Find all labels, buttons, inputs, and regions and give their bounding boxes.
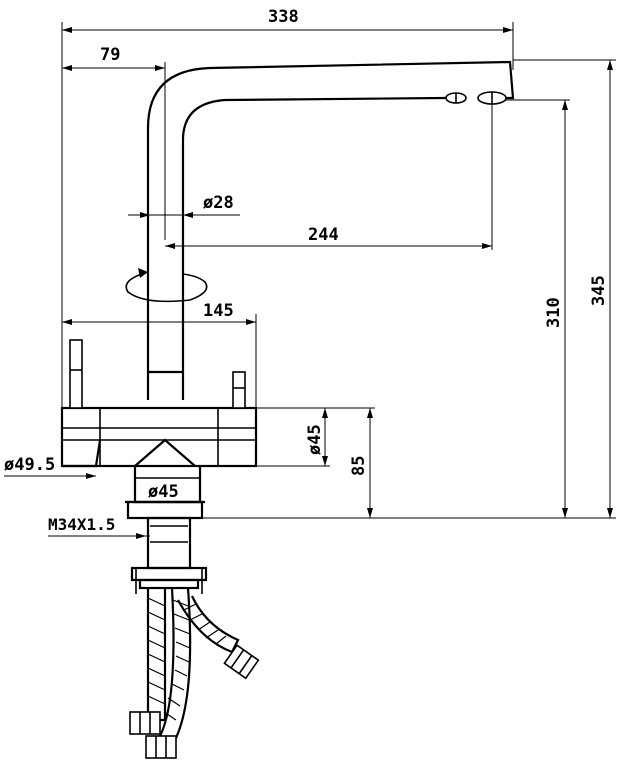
dim-body-width: 145 bbox=[203, 301, 234, 321]
handles bbox=[69, 339, 246, 409]
mounting-bracket bbox=[130, 566, 208, 594]
spout bbox=[125, 60, 515, 400]
dimension-labels: 338 79 ø28 244 145 ø49.5 ø45 M34X1.5 ø45… bbox=[4, 7, 609, 534]
faucet-body bbox=[60, 406, 258, 570]
dim-total-height: 345 bbox=[589, 275, 609, 306]
dim-spout-reach: 338 bbox=[268, 7, 299, 27]
dimension-lines bbox=[4, 22, 616, 539]
dim-outlet-height: 310 bbox=[544, 297, 564, 328]
dim-outlet-offset: 244 bbox=[308, 225, 339, 245]
dim-thread: M34X1.5 bbox=[48, 515, 115, 534]
dim-axis-offset: 79 bbox=[100, 45, 120, 65]
dim-body-height: 85 bbox=[349, 456, 369, 476]
dim-base-diameter: ø45 bbox=[148, 482, 179, 502]
supply-hoses bbox=[129, 587, 260, 759]
dim-tube-diameter: ø28 bbox=[203, 193, 234, 213]
dim-side-diameter: ø49.5 bbox=[4, 455, 55, 475]
dim-body-diameter: ø45 bbox=[305, 424, 325, 455]
